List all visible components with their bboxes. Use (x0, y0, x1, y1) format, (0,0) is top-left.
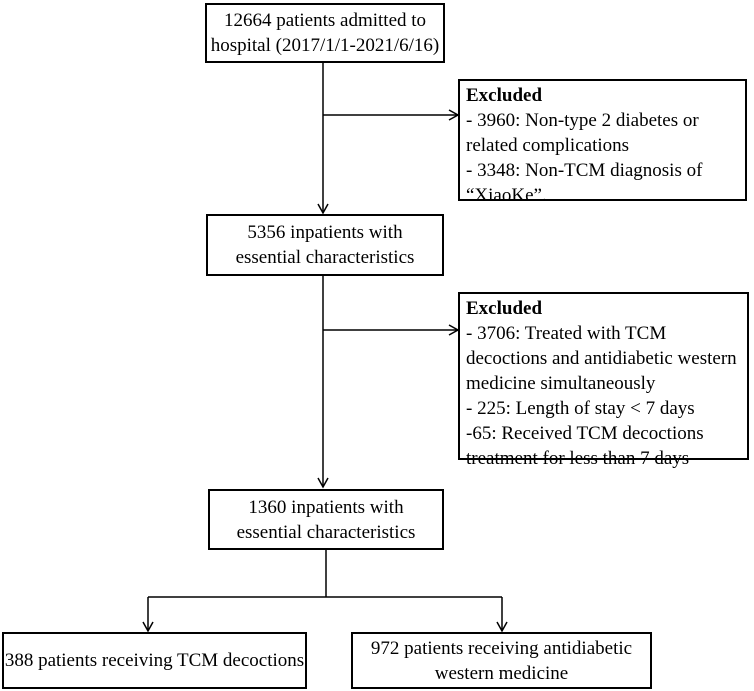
inpatients-1360-line-1: 1360 inpatients with (248, 496, 404, 518)
exclusion1-line-2: related complications (466, 135, 630, 156)
exclusion2-line-5: -65: Received TCM decoctions (466, 423, 704, 444)
exclusion2-line-3: medicine simultaneously (466, 373, 656, 394)
exclusion2-line-2: decoctions and antidiabetic western (466, 348, 737, 369)
inpatients-1360-line-2: essential characteristics (236, 521, 416, 543)
inpatients-1360-box: 1360 inpatients with essential character… (208, 489, 444, 550)
admitted-line-1: 12664 patients admitted to (223, 10, 427, 31)
inpatients-5356-box: 5356 inpatients with essential character… (206, 214, 444, 276)
admitted-line-2: hospital (2017/1/1-2021/6/16) (210, 35, 440, 56)
inpatients-5356-line-1: 5356 inpatients with (247, 222, 403, 243)
exclusion-box-2: Excluded - 3706: Treated with TCM decoct… (458, 292, 749, 469)
exclusion2-header: Excluded (466, 298, 543, 319)
tcm-group-box: 388 patients receiving TCM decoctions (2, 632, 307, 689)
western-group-line-1: 972 patients receiving antidiabetic (370, 637, 633, 659)
exclusion1-line-4: “XiaoKe”. (466, 185, 547, 206)
exclusion-box-1: Excluded - 3960: Non-type 2 diabetes or … (458, 79, 747, 206)
tcm-group-line-1: 388 patients receiving TCM decoctions (4, 650, 305, 671)
western-group-line-2: western medicine (434, 662, 569, 684)
exclusion2-line-6: treatment for less than 7 days (466, 448, 690, 469)
exclusion1-line-3: - 3348: Non-TCM diagnosis of (466, 160, 703, 181)
admitted-patients-box: 12664 patients admitted to hospital (201… (205, 3, 445, 63)
inpatients-5356-line-2: essential characteristics (235, 247, 415, 268)
exclusion1-line-1: - 3960: Non-type 2 diabetes or (466, 110, 699, 131)
western-group-box: 972 patients receiving antidiabetic west… (351, 632, 652, 689)
exclusion2-line-4: - 225: Length of stay < 7 days (466, 398, 695, 419)
exclusion1-header: Excluded (466, 85, 543, 106)
exclusion2-line-1: - 3706: Treated with TCM (466, 323, 667, 344)
